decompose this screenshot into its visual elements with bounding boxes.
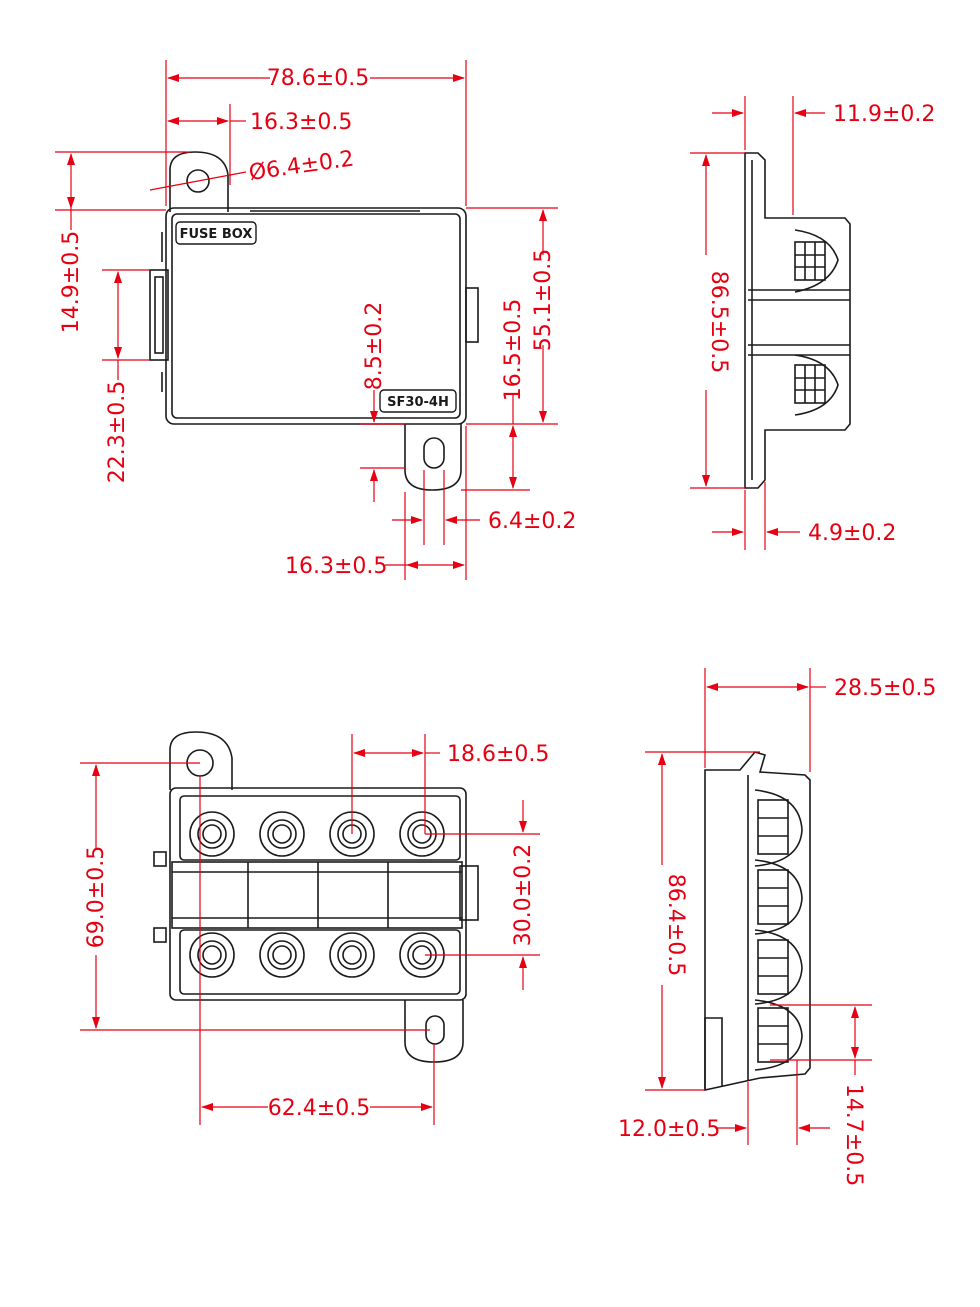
bottom-slot bbox=[423, 437, 445, 469]
dim-nut-pitch: 14.7±0.5 bbox=[841, 1084, 866, 1186]
dim-side-height: 86.5±0.5 bbox=[706, 271, 731, 373]
nut-lower-cap bbox=[794, 354, 839, 416]
side-view-bottom-dimensions bbox=[645, 668, 872, 1145]
side-view-bottom-dim-text: 28.5±0.5 86.4±0.5 14.7±0.5 12.0±0.5 bbox=[618, 676, 936, 1186]
dim-row-spacing: 30.0±0.2 bbox=[511, 844, 536, 946]
dim-tab-height: 14.9±0.5 bbox=[59, 231, 84, 333]
front-side-tab bbox=[459, 865, 479, 921]
front-body bbox=[169, 787, 467, 1001]
dim-clip-height: 22.3±0.5 bbox=[105, 381, 130, 483]
dim-front-height: 69.0±0.5 bbox=[84, 846, 109, 948]
side-bottom-foot bbox=[704, 1017, 723, 1090]
front-top-row bbox=[179, 795, 461, 861]
front-left-clip-top bbox=[153, 851, 167, 867]
dim-tab-offset: 16.3±0.5 bbox=[250, 110, 352, 135]
front-left-clip-bottom bbox=[153, 927, 167, 943]
dim-hole-dia: Ø6.4±0.2 bbox=[247, 146, 355, 185]
top-view bbox=[149, 151, 479, 491]
left-clip-inner bbox=[154, 276, 164, 354]
side-view-top bbox=[744, 152, 851, 489]
front-top-tab bbox=[169, 731, 233, 790]
dim-stud-offset: 12.0±0.5 bbox=[618, 1117, 720, 1142]
side-bottom-profile bbox=[704, 751, 811, 1091]
bottom-tab bbox=[404, 424, 462, 491]
nut-upper bbox=[794, 241, 826, 281]
dim-overall-width: 78.6±0.5 bbox=[267, 66, 369, 91]
dim-side-depth: 11.9±0.2 bbox=[833, 102, 935, 127]
dim-bottom-tab-height: 16.5±0.5 bbox=[501, 299, 526, 401]
front-bottom-row bbox=[179, 929, 461, 995]
front-view-dimensions bbox=[80, 734, 540, 1125]
top-view-dimensions bbox=[55, 60, 558, 580]
front-view-dim-text: 18.6±0.5 69.0±0.5 30.0±0.2 62.4±0.5 bbox=[84, 742, 549, 1121]
dim-slot-width: 6.4±0.2 bbox=[488, 509, 576, 534]
fuse-box-label: FUSE BOX bbox=[180, 227, 253, 242]
nut-lower bbox=[794, 364, 826, 404]
studs-top-row bbox=[189, 811, 445, 857]
dim-side2-depth: 28.5±0.5 bbox=[834, 676, 936, 701]
studs-bottom-row bbox=[189, 932, 445, 978]
dim-bottom-tab-offset: 16.3±0.5 bbox=[285, 554, 387, 579]
side-view-top-dim-text: 11.9±0.2 86.5±0.5 4.9±0.2 bbox=[706, 102, 935, 546]
top-tab bbox=[169, 151, 229, 212]
side-view-top-dimensions bbox=[690, 96, 825, 550]
model-label: SF30-4H bbox=[387, 395, 449, 410]
left-clip bbox=[149, 269, 169, 361]
front-view bbox=[153, 731, 479, 1063]
dim-tab-thickness: 8.5±0.2 bbox=[362, 302, 387, 390]
fuse-box-label-frame bbox=[175, 221, 257, 245]
right-bump bbox=[465, 287, 479, 343]
body-inner bbox=[171, 213, 461, 419]
dim-pitch: 18.6±0.5 bbox=[447, 742, 549, 767]
dim-flange: 4.9±0.2 bbox=[808, 521, 896, 546]
top-view-dim-text: 78.6±0.5 16.3±0.5 Ø6.4±0.2 14.9±0.5 22.3… bbox=[59, 66, 576, 579]
front-fuse-bay bbox=[171, 861, 463, 929]
nut-upper-cap bbox=[794, 229, 839, 293]
dim-side2-height: 86.4±0.5 bbox=[663, 874, 688, 976]
side-bottom-nuts bbox=[754, 789, 803, 1071]
side-profile bbox=[744, 152, 851, 489]
model-label-frame bbox=[379, 389, 457, 413]
side-view-bottom bbox=[704, 751, 811, 1091]
dim-hole-spacing: 62.4±0.5 bbox=[268, 1096, 370, 1121]
top-mount-hole bbox=[186, 169, 210, 193]
dim-body-height: 55.1±0.5 bbox=[531, 249, 556, 351]
